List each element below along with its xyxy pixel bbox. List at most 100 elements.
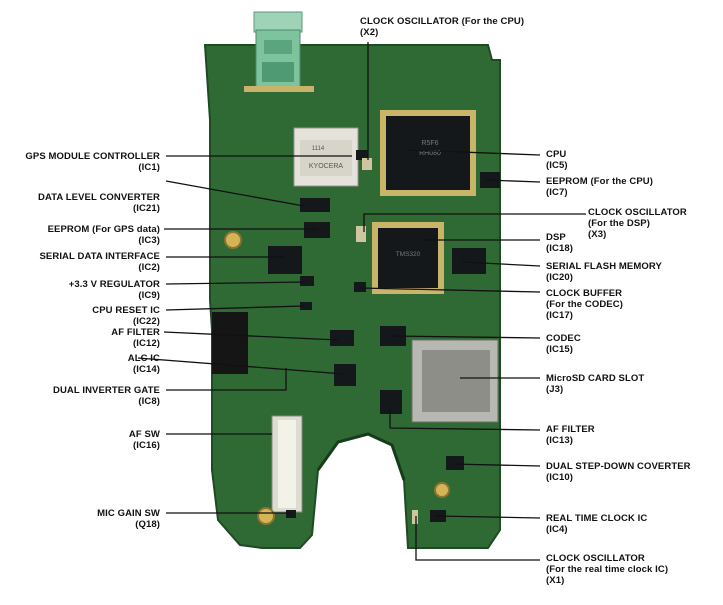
ic12-chip	[330, 330, 354, 346]
label-ic18: DSP (IC18)	[546, 232, 573, 254]
label-ic20: SERIAL FLASH MEMORY (IC20)	[546, 261, 662, 283]
label-ic9-line1: +3.3 V REGULATOR	[68, 279, 160, 290]
label-x3-line1: CLOCK OSCILLATOR	[588, 207, 687, 218]
label-ic12-line1: AF FILTER	[111, 327, 160, 338]
x3-osc	[356, 226, 366, 242]
label-ic4: REAL TIME CLOCK IC (IC4)	[546, 513, 647, 535]
cpu-chip: R5F6 RH080	[380, 110, 476, 196]
ic14-chip	[334, 364, 356, 386]
ic22-chip	[300, 302, 312, 310]
leader-lines	[137, 42, 586, 561]
label-x1: CLOCK OSCILLATOR (For the real time cloc…	[546, 553, 668, 586]
label-ic10-line1: DUAL STEP-DOWN COVERTER	[546, 461, 691, 472]
label-q18-line2: (Q18)	[135, 519, 160, 530]
label-ic14-line2: (IC14)	[133, 364, 160, 375]
label-x2-line2: (X2)	[360, 27, 379, 38]
label-ic1-line2: (IC1)	[138, 162, 160, 173]
label-ic22-line2: (IC22)	[133, 316, 160, 327]
label-ic12: AF FILTER (IC12)	[111, 327, 160, 349]
label-x2-line1: CLOCK OSCILLATOR (For the CPU)	[360, 16, 525, 27]
label-ic8-line1: DUAL INVERTER GATE	[52, 385, 160, 396]
label-q18-line1: MIC GAIN SW	[97, 508, 160, 519]
x2-osc	[362, 158, 372, 170]
label-x3-line3: (X3)	[588, 229, 607, 240]
q18-chip	[286, 510, 296, 518]
ic13-chip	[380, 390, 402, 414]
label-ic22: CPU RESET IC (IC22)	[92, 305, 160, 327]
ic2-chip	[268, 246, 302, 274]
cpu-chip-marking-1: R5F6	[421, 140, 438, 147]
label-ic7: EEPROM (For the CPU) (IC7)	[546, 176, 653, 198]
label-ic3-line2: (IC3)	[138, 235, 160, 246]
label-ic17-line1: CLOCK BUFFER	[546, 288, 623, 299]
label-ic4-line2: (IC4)	[546, 524, 568, 535]
gps-module: KYOCERA 1114	[293, 127, 359, 187]
label-ic13-line1: AF FILTER	[546, 424, 595, 435]
ic3-chip	[304, 222, 330, 238]
label-ic2-line2: (IC2)	[138, 262, 160, 273]
label-ic21: DATA LEVEL CONVERTER (IC21)	[38, 192, 160, 214]
label-ic21-line2: (IC21)	[133, 203, 160, 214]
label-ic7-line1: EEPROM (For the CPU)	[546, 176, 654, 187]
label-ic2-line1: SERIAL DATA INTERFACE	[39, 251, 160, 262]
label-ic3: EEPROM (For GPS data) (IC3)	[48, 224, 160, 246]
gps-module-marking-1: KYOCERA	[309, 163, 344, 170]
ic21-chip	[300, 198, 330, 212]
label-j3-line1: MicroSD CARD SLOT	[546, 373, 645, 384]
microsd-slot	[411, 339, 499, 423]
label-ic15-line2: (IC15)	[546, 344, 573, 355]
label-ic10: DUAL STEP-DOWN COVERTER (IC10)	[546, 461, 691, 483]
label-ic5: CPU (IC5)	[546, 149, 568, 171]
flash-chip	[452, 248, 486, 274]
label-ic17: CLOCK BUFFER (For the CODEC) (IC17)	[546, 288, 623, 321]
label-ic13-line2: (IC13)	[546, 435, 573, 446]
ic17-chip	[354, 282, 366, 292]
mount-hole-3	[434, 482, 450, 498]
label-ic9: +3.3 V REGULATOR (IC9)	[69, 279, 160, 301]
label-ic4-line1: REAL TIME CLOCK IC	[546, 513, 648, 524]
label-ic8-line2: (IC8)	[138, 396, 160, 407]
label-x1-line1: CLOCK OSCILLATOR	[546, 553, 645, 564]
label-ic17-line2: (For the CODEC)	[546, 299, 623, 310]
label-q18: MIC GAIN SW (Q18)	[97, 508, 160, 530]
mount-hole-1	[224, 231, 242, 249]
label-j3-line2: (J3)	[546, 384, 564, 395]
label-x3: CLOCK OSCILLATOR (For the DSP) (X3)	[588, 207, 687, 240]
label-ic18-line1: DSP	[546, 232, 566, 243]
label-ic13: AF FILTER (IC13)	[546, 424, 595, 446]
label-ic14: ALC IC (IC14)	[128, 353, 160, 375]
label-ic1: GPS MODULE CONTROLLER (IC1)	[25, 151, 160, 173]
x1-osc	[412, 510, 418, 524]
label-ic1-line1: GPS MODULE CONTROLLER	[25, 151, 160, 162]
cpu-chip-marking-2: RH080	[419, 150, 441, 157]
gps-module-marking-2: 1114	[312, 146, 325, 152]
label-ic5-line1: CPU	[546, 149, 567, 160]
label-ic8: DUAL INVERTER GATE (IC8)	[53, 385, 160, 407]
label-ic9-line2: (IC9)	[138, 290, 160, 301]
dsp-chip: TMS320	[372, 222, 444, 294]
ic9-chip	[300, 276, 314, 286]
ic10-chip	[446, 456, 464, 470]
label-ic20-line1: SERIAL FLASH MEMORY	[546, 261, 662, 272]
label-ic7-line2: (IC7)	[546, 187, 568, 198]
label-ic15: CODEC (IC15)	[546, 333, 581, 355]
label-ic12-line2: (IC12)	[133, 338, 160, 349]
top-connector	[244, 11, 314, 92]
label-ic16: AF SW (IC16)	[129, 429, 160, 451]
label-ic17-line3: (IC17)	[546, 310, 573, 321]
mount-hole-2	[257, 507, 275, 525]
label-ic10-line2: (IC10)	[546, 472, 573, 483]
label-x1-line2: (For the real time clock IC)	[546, 564, 669, 575]
ribbon-connector	[271, 415, 303, 513]
label-ic2: SERIAL DATA INTERFACE (IC2)	[39, 251, 160, 273]
ic1-chip	[356, 150, 368, 160]
label-ic3-line1: EEPROM (For GPS data)	[47, 224, 160, 235]
label-ic15-line1: CODEC	[546, 333, 581, 344]
label-j3: MicroSD CARD SLOT (J3)	[546, 373, 644, 395]
label-ic20-line2: (IC20)	[546, 272, 573, 283]
label-x3-line2: (For the DSP)	[588, 218, 650, 229]
label-ic5-line2: (IC5)	[546, 160, 568, 171]
label-x2: CLOCK OSCILLATOR (For the CPU) (X2)	[360, 16, 524, 38]
label-x1-line3: (X1)	[546, 575, 565, 586]
